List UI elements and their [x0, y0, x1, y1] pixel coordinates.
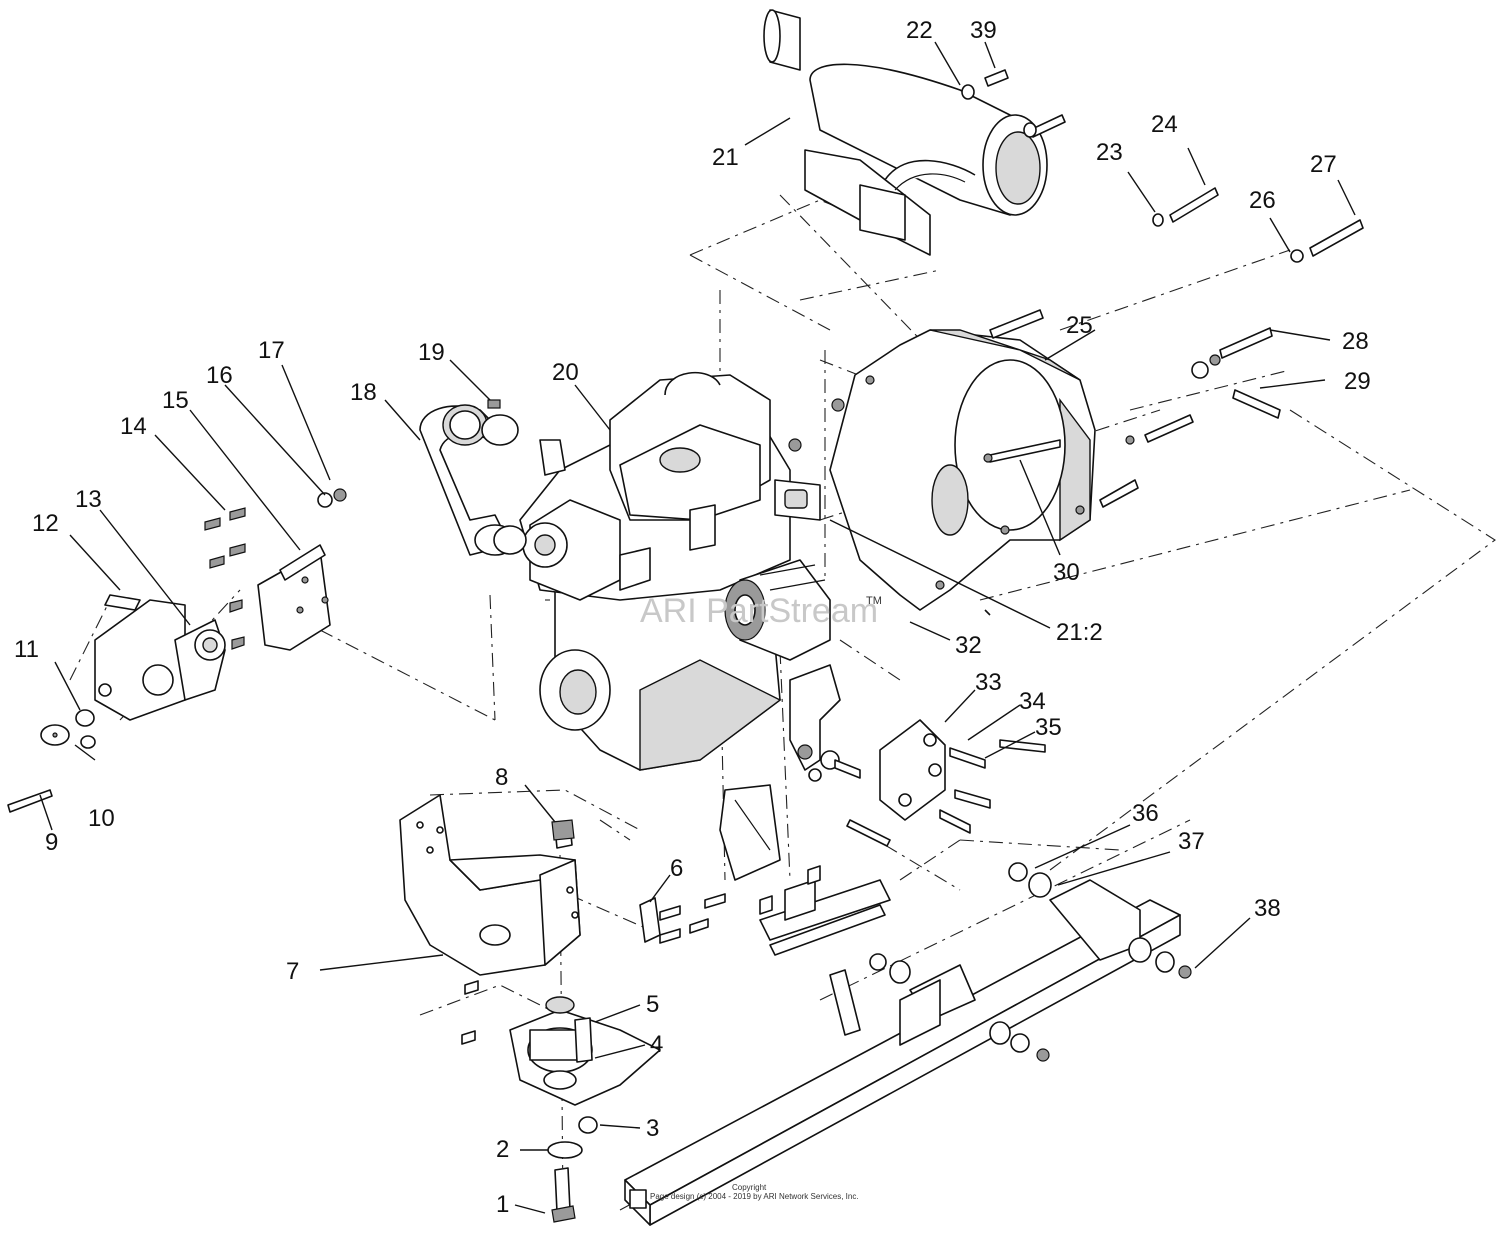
callout-labels: 1 2 3 4 5 6 7 8 9 10 11 12 13 14 15 16 1… [14, 17, 1371, 1218]
callout-26: 26 [1249, 187, 1276, 214]
exhaust-fasteners [788, 69, 1364, 616]
callout-19: 19 [418, 339, 445, 366]
callout-8: 8 [495, 764, 508, 791]
isolator-mount [461, 980, 661, 1223]
callout-3: 3 [646, 1115, 659, 1142]
callout-23: 23 [1096, 139, 1123, 166]
callout-17: 17 [258, 337, 285, 364]
callout-37: 37 [1178, 828, 1205, 855]
callout-35: 35 [1035, 714, 1062, 741]
starter-motor [724, 559, 831, 661]
watermark-tm: TM [866, 595, 882, 607]
callout-10: 10 [88, 805, 115, 832]
left-bracket-assembly [94, 544, 331, 721]
callout-4: 4 [650, 1031, 663, 1058]
callout-11: 11 [14, 636, 39, 663]
callout-33: 33 [975, 669, 1002, 696]
callout-30: 30 [1053, 559, 1080, 586]
callout-38: 38 [1254, 895, 1281, 922]
callout-12: 12 [32, 510, 59, 537]
callout-28: 28 [1342, 328, 1369, 355]
flywheel-housing [829, 325, 1096, 611]
callout-20: 20 [552, 359, 579, 386]
callout-39: 39 [970, 17, 997, 44]
center-plates [551, 819, 891, 1036]
callout-9: 9 [45, 829, 58, 856]
engine [519, 371, 821, 771]
callout-21-2: 21:2 [1056, 619, 1103, 646]
copyright-label: Copyright [732, 1183, 767, 1192]
callout-16: 16 [206, 362, 233, 389]
callout-34: 34 [1019, 688, 1046, 715]
leader-lines [39, 41, 1356, 1214]
callout-14: 14 [120, 413, 147, 440]
callout-7: 7 [286, 958, 299, 985]
flywheel-bolts [983, 439, 1061, 463]
watermark: ARI PartStream [640, 592, 878, 630]
intake-hose [419, 399, 527, 556]
callout-25: 25 [1066, 312, 1093, 339]
callout-21: 21 [712, 144, 739, 171]
left-fasteners [7, 488, 347, 813]
callout-27: 27 [1310, 151, 1337, 178]
callout-13: 13 [75, 486, 102, 513]
callout-15: 15 [162, 387, 189, 414]
muffler [763, 9, 1048, 256]
right-engine-mount [719, 664, 1046, 881]
callout-22: 22 [906, 17, 933, 44]
callout-1: 1 [496, 1191, 509, 1218]
copyright-notice: Page design (c) 2004 - 2019 by ARI Netwo… [650, 1192, 859, 1201]
callout-18: 18 [350, 379, 377, 406]
callout-5: 5 [646, 991, 659, 1018]
callout-32: 32 [955, 632, 982, 659]
callout-6: 6 [670, 855, 683, 882]
frame-rail [624, 862, 1192, 1226]
left-engine-mount-bracket [399, 794, 581, 976]
callout-24: 24 [1151, 111, 1178, 138]
callout-36: 36 [1132, 800, 1159, 827]
callout-29: 29 [1344, 368, 1371, 395]
callout-2: 2 [496, 1136, 509, 1163]
